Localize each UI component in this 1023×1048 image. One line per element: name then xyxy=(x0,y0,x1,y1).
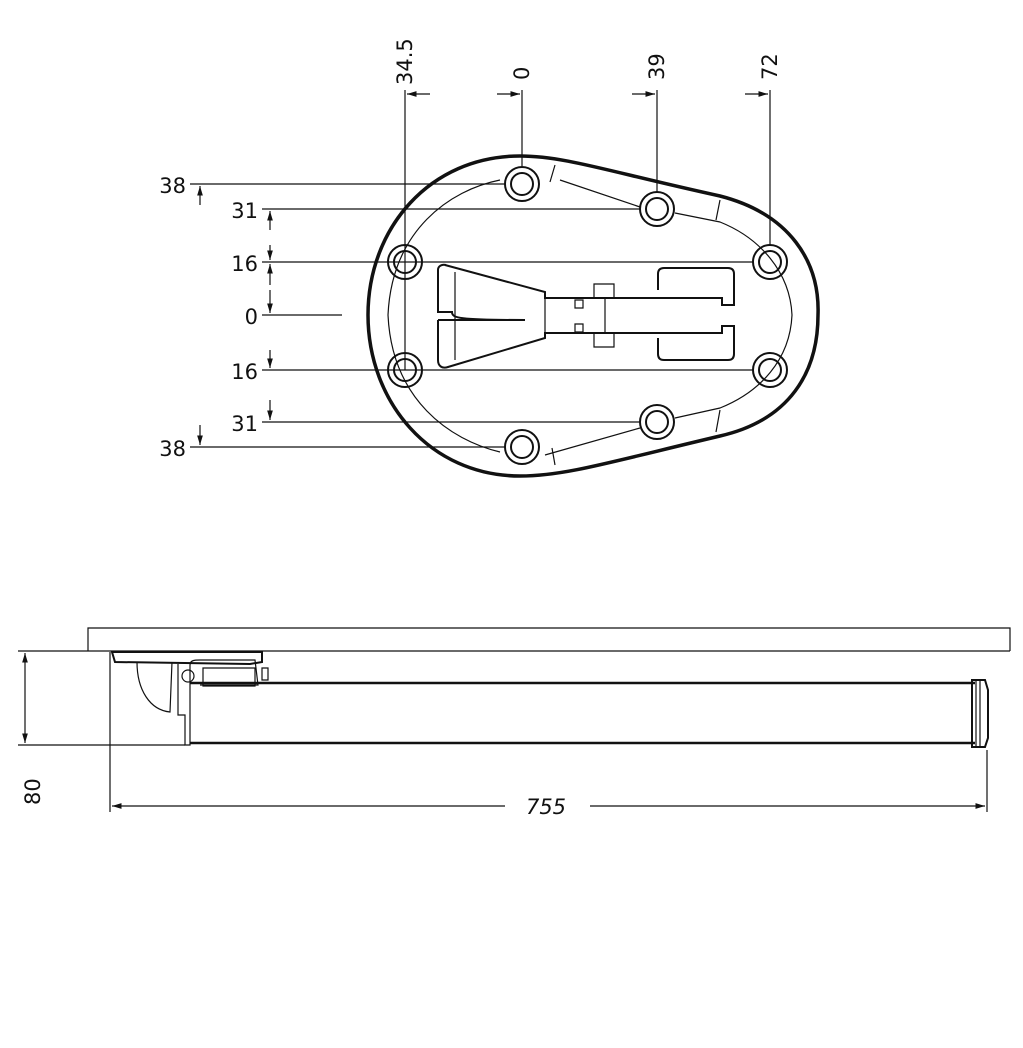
table-top xyxy=(18,627,1011,652)
height-dimension xyxy=(18,653,185,746)
length-dimension xyxy=(109,652,988,812)
x-dim-label: 34.5 xyxy=(393,38,417,85)
y-dim-label: 16 xyxy=(231,360,258,384)
latch-mechanism xyxy=(437,263,735,369)
y-dim-label: 38 xyxy=(159,174,186,198)
hole xyxy=(752,352,788,388)
y-dimension-lines xyxy=(190,183,753,448)
hole xyxy=(752,244,788,280)
y-dim-label: 31 xyxy=(231,199,258,223)
y-dim-label: 38 xyxy=(159,437,186,461)
y-dim-label: 16 xyxy=(231,252,258,276)
hole xyxy=(504,429,540,465)
top-view-plate xyxy=(366,154,820,478)
x-dimension-lines xyxy=(404,90,771,370)
hole xyxy=(639,191,675,227)
hole xyxy=(639,404,675,440)
y-dim-label: 31 xyxy=(231,412,258,436)
x-dim-label: 39 xyxy=(645,53,669,80)
height-dim-label: 80 xyxy=(21,778,45,805)
hole xyxy=(504,166,540,202)
length-dim-label: 755 xyxy=(526,795,566,819)
y-dim-label: 0 xyxy=(245,305,258,329)
mounting-holes xyxy=(387,166,788,465)
leg-tube xyxy=(190,679,989,748)
x-dim-label: 72 xyxy=(758,53,782,80)
bracket xyxy=(110,651,269,746)
x-dim-label: 0 xyxy=(510,67,534,80)
